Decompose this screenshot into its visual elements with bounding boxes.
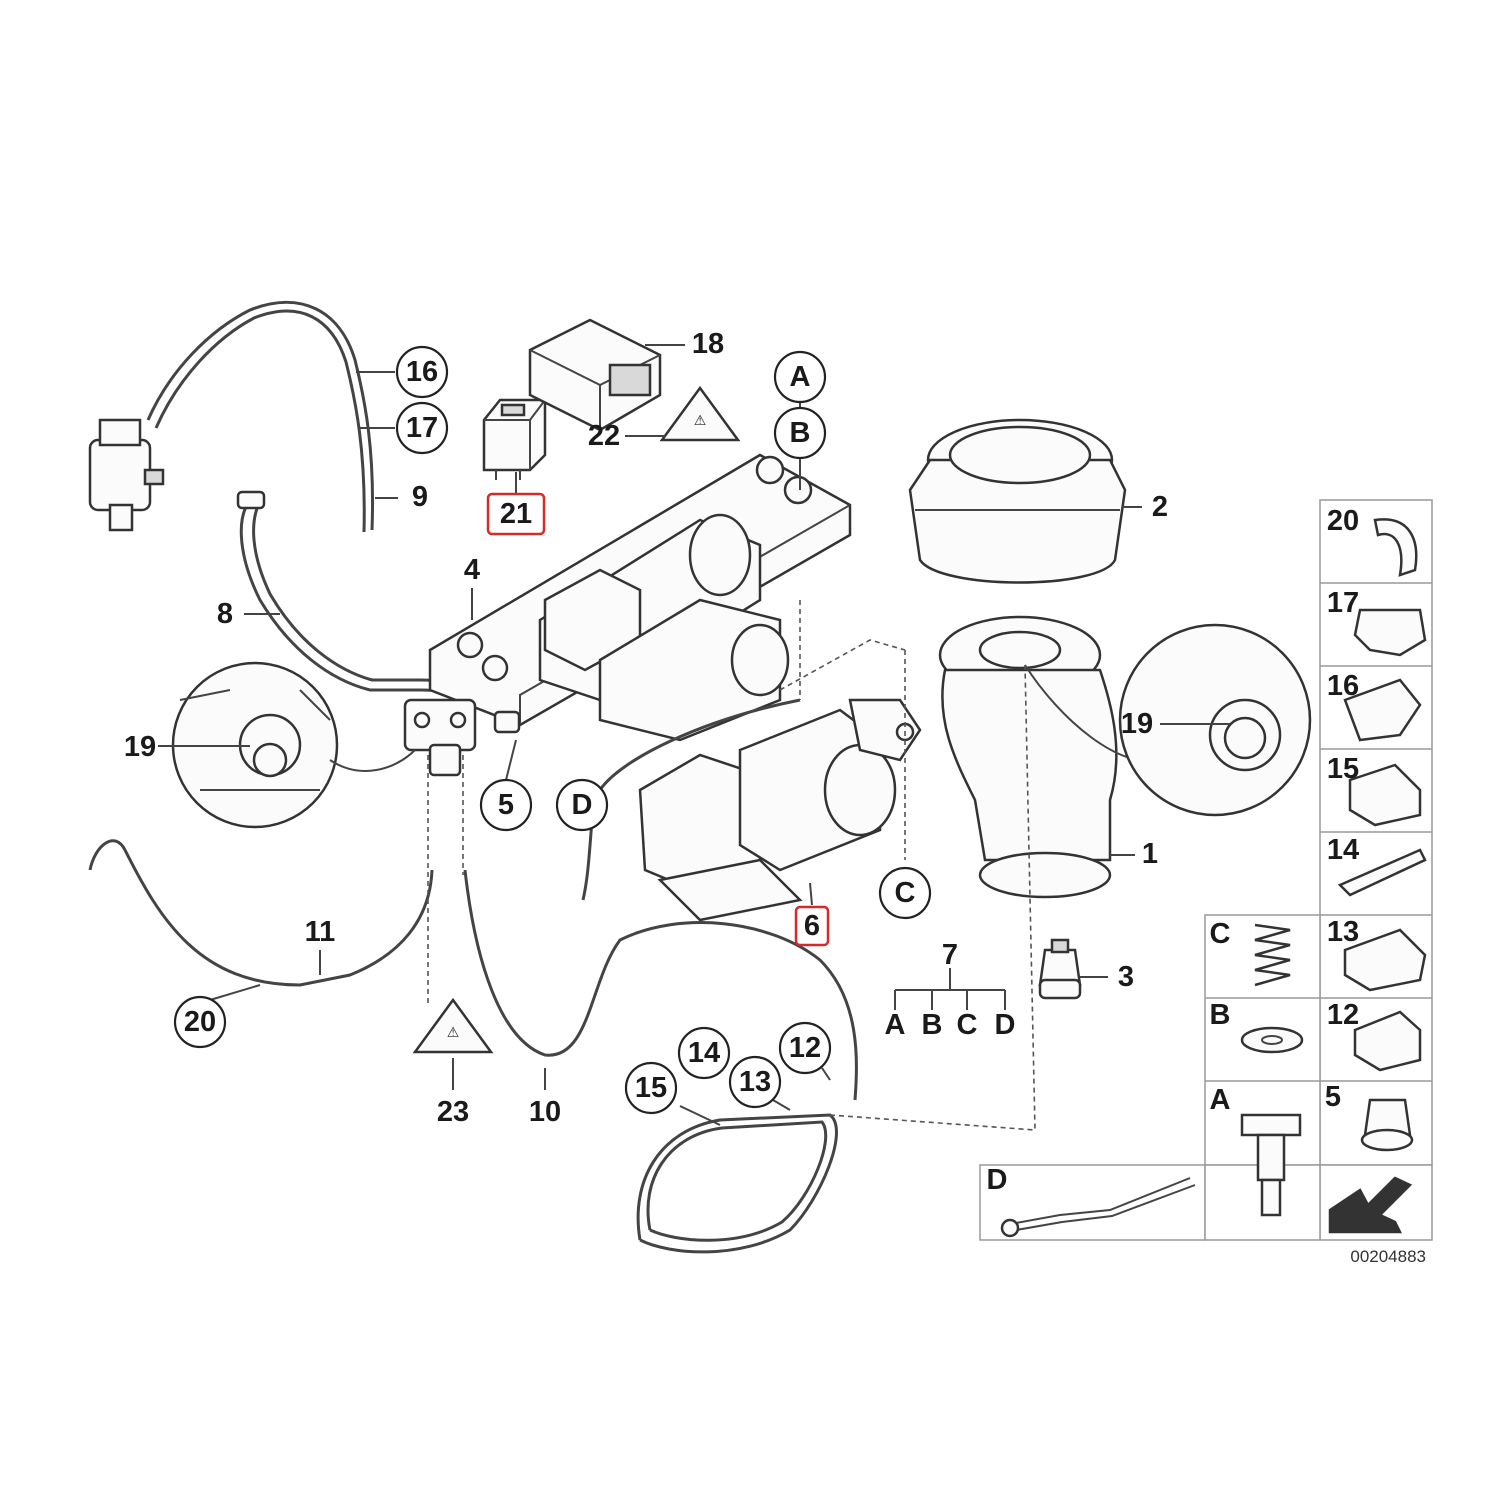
callout-D: D: [555, 778, 609, 832]
callout-A-top: A: [773, 350, 827, 404]
clip-20-icon: [1373, 518, 1418, 577]
pressure-sensor-assembly: [88, 300, 375, 533]
callout-12: 12: [778, 1021, 832, 1075]
diagram-reference-code: 00204883: [1350, 1247, 1426, 1266]
leader-lines: [158, 344, 1230, 1126]
legend-13: 13: [1327, 916, 1359, 948]
svg-text:6: 6: [804, 910, 820, 942]
callout-16: 16: [395, 345, 449, 399]
label-22: 22: [588, 420, 620, 452]
legend-17: 17: [1327, 587, 1359, 619]
svg-text:16: 16: [406, 356, 438, 388]
legend-D: D: [987, 1164, 1008, 1196]
group-7-bracket: 7 A B C D: [885, 939, 1016, 1041]
callout-14: 14: [677, 1026, 731, 1080]
svg-text:A: A: [790, 361, 811, 393]
callout-20: 20: [173, 995, 227, 1049]
svg-text:12: 12: [789, 1032, 821, 1064]
label-11: 11: [305, 916, 336, 948]
svg-text:⚠: ⚠: [694, 413, 707, 429]
legend-panel: 20 17 16 15 14 13 12 5 C B A D: [979, 499, 1433, 1241]
legend-B: B: [1210, 999, 1231, 1031]
clip-15-icon: [1348, 763, 1422, 827]
label-1: 1: [1142, 838, 1158, 870]
label-23: 23: [437, 1096, 469, 1128]
callout-15: 15: [624, 1061, 678, 1115]
detail-view-19-right: [1118, 623, 1312, 817]
label-8: 8: [217, 598, 233, 630]
spring-C-icon: [1254, 923, 1291, 987]
svg-text:5: 5: [498, 789, 514, 821]
detail-view-19-left: [171, 661, 339, 829]
label-2: 2: [1152, 491, 1168, 523]
relay-21: [482, 398, 547, 480]
esd-warning-22: ⚠: [659, 385, 741, 442]
svg-text:D: D: [572, 789, 593, 821]
legend-15: 15: [1327, 753, 1359, 785]
callout-17: 17: [395, 401, 449, 455]
callout-13: 13: [728, 1055, 782, 1109]
label-3: 3: [1118, 961, 1134, 993]
washer-B-icon: [1240, 1026, 1304, 1054]
bracket-14-icon: [1337, 848, 1427, 897]
air-spring-cover-2: [908, 418, 1127, 584]
svg-text:15: 15: [635, 1072, 667, 1104]
arrow-icon: [1328, 1176, 1413, 1234]
label-4: 4: [464, 554, 480, 586]
svg-text:⚠: ⚠: [447, 1025, 460, 1041]
label-19-left: 19: [124, 731, 156, 763]
svg-text:B: B: [790, 417, 811, 449]
compressor-6: [638, 698, 922, 922]
svg-text:C: C: [895, 877, 916, 909]
legend-C: C: [1210, 918, 1231, 950]
control-unit-18: [528, 318, 662, 432]
legend-12: 12: [1327, 999, 1359, 1031]
legend-14: 14: [1327, 834, 1359, 866]
svg-text:17: 17: [406, 412, 438, 444]
carrier-frame-4: [428, 453, 852, 742]
valve-3: [1038, 938, 1082, 1000]
svg-text:21: 21: [500, 498, 532, 530]
air-spring-1: [938, 615, 1118, 899]
group-7-item-a: A: [885, 1009, 906, 1041]
legend-A: A: [1210, 1084, 1231, 1116]
label-9: 9: [412, 481, 428, 513]
clip-13-icon: [1343, 928, 1427, 992]
legend-20: 20: [1327, 505, 1359, 537]
legend-16: 16: [1327, 670, 1359, 702]
air-lines: [88, 698, 858, 1254]
clip-12-icon: [1353, 1010, 1422, 1072]
callout-B-top: B: [773, 406, 827, 460]
group-7-item-b: B: [922, 1009, 943, 1041]
clip-16-icon: [1343, 678, 1422, 742]
callout-21-highlighted: 21: [486, 492, 546, 536]
cable-tie-D-icon: [1004, 1177, 1191, 1226]
legend-5: 5: [1325, 1081, 1341, 1113]
clip-17-icon: [1353, 608, 1427, 657]
label-10: 10: [529, 1096, 561, 1128]
callout-C: C: [878, 866, 932, 920]
svg-text:20: 20: [184, 1006, 216, 1038]
valve-block: [403, 698, 521, 777]
group-7-label: 7: [942, 939, 958, 971]
callout-6-highlighted: 6: [794, 905, 830, 947]
svg-text:13: 13: [739, 1066, 771, 1098]
svg-text:14: 14: [688, 1037, 720, 1069]
bolt-A-icon: [1240, 1113, 1302, 1137]
group-7-item-d: D: [995, 1009, 1016, 1041]
group-7-item-c: C: [957, 1009, 978, 1041]
esd-warning-23: ⚠: [412, 997, 494, 1054]
leader-dashed: [427, 600, 1036, 1131]
label-19-right: 19: [1121, 708, 1153, 740]
callout-5: 5: [479, 778, 533, 832]
label-18: 18: [692, 328, 724, 360]
